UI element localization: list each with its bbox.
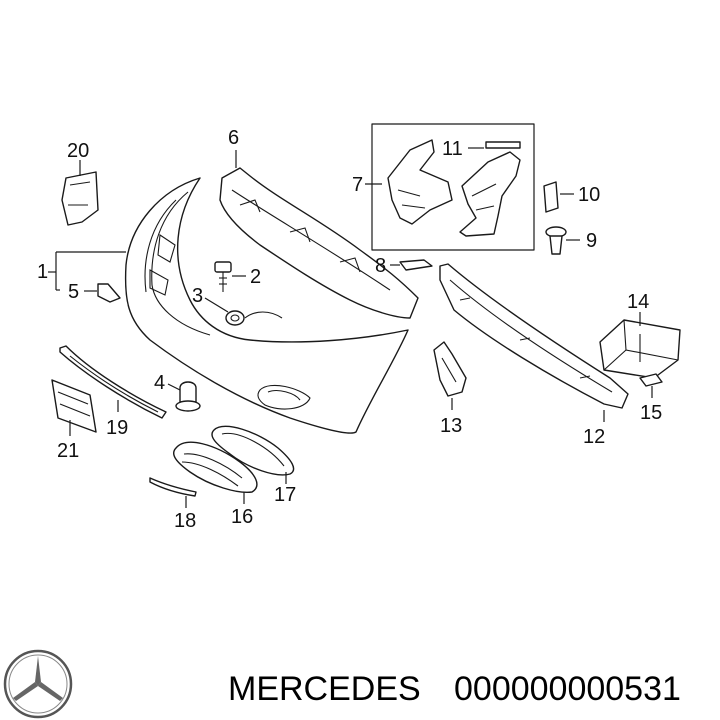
part-18-trim-strip (149, 477, 197, 497)
part-7-bracket-left (387, 139, 453, 225)
callout-11: 11 (442, 138, 463, 160)
part-16-fog-grille (172, 441, 258, 494)
part-20-bracket (61, 171, 99, 226)
callout-12: 12 (583, 426, 605, 448)
part-21-plate-bracket (51, 379, 97, 433)
part-19-strip (59, 345, 167, 419)
footer-part-number: 000000000531 (454, 670, 681, 708)
leader-4 (167, 383, 181, 391)
callout-13: 13 (440, 415, 462, 437)
part-8-clip (399, 259, 433, 271)
callout-2: 2 (250, 266, 261, 288)
part-10-bracket (543, 181, 559, 213)
part-12-impact-bar (439, 263, 629, 409)
callout-14: 14 (627, 291, 649, 313)
callout-16: 16 (231, 506, 253, 528)
callout-9: 9 (586, 230, 597, 252)
part-3-clip (225, 310, 245, 326)
callout-7: 7 (352, 174, 363, 196)
part-4-push-clip (175, 381, 201, 412)
bumper-cover (124, 177, 409, 434)
callout-6: 6 (228, 127, 239, 149)
callout-3: 3 (192, 285, 203, 307)
callout-1: 1 (37, 261, 48, 283)
part-11-strip (485, 141, 521, 149)
part-14-crash-box (599, 319, 681, 379)
callout-19: 19 (106, 417, 128, 439)
part-5-insert (97, 283, 121, 303)
callout-4: 4 (154, 372, 165, 394)
leader-3 (204, 297, 229, 313)
part-17-fog-trim (211, 425, 295, 476)
part-9-rivet (545, 226, 567, 255)
footer-brand: MERCEDES (228, 670, 421, 708)
callout-15: 15 (640, 402, 662, 424)
part-2-bolt (214, 261, 232, 292)
callout-17: 17 (274, 484, 296, 506)
part-6-upper-support (219, 167, 419, 319)
callout-8: 8 (375, 255, 386, 277)
callout-5: 5 (68, 281, 79, 303)
callout-18: 18 (174, 510, 196, 532)
callout-21: 21 (57, 440, 79, 462)
part-13-bracket (433, 341, 467, 397)
part-15-plate (639, 373, 663, 387)
callout-10: 10 (578, 184, 600, 206)
part-7-bracket-right (459, 151, 521, 237)
mercedes-star-icon (3, 649, 73, 719)
callout-20: 20 (67, 140, 89, 162)
